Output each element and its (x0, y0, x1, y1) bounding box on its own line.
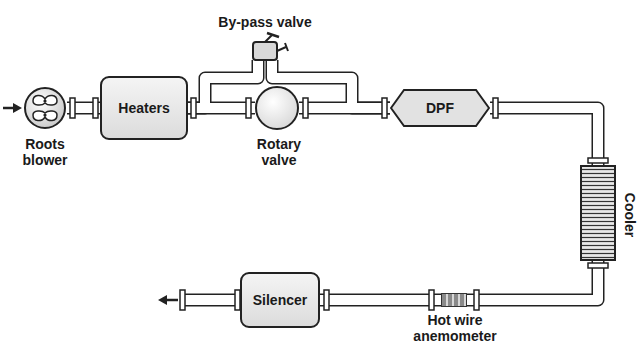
bypass-valve-symbol (253, 33, 288, 60)
component-label: Heaters (118, 100, 169, 116)
roots-blower-symbol (25, 88, 65, 128)
pipe (490, 108, 598, 165)
outlet-pipe (158, 290, 240, 310)
component-label: Roots blower (14, 136, 76, 168)
component-label: Cooler (622, 193, 638, 237)
roots-blower: Roots blower (23, 88, 67, 132)
component-label: DPF (426, 100, 454, 116)
silencer-box: Silencer (240, 272, 320, 328)
bypass-valve: By-pass valve (250, 34, 280, 60)
cooler: Cooler (580, 165, 616, 261)
component-label: By-pass valve (218, 14, 311, 30)
heater-box: Heaters (100, 76, 188, 140)
pipe (467, 261, 598, 300)
hot-wire-anemometer: Hot wire anemometer (441, 293, 467, 307)
dpf-filter: DPF (390, 89, 490, 127)
pipe-bore (320, 295, 441, 305)
rotary-valve: Rotary valve (255, 86, 299, 130)
pipe-bore (467, 261, 598, 300)
inlet-arrow (3, 103, 22, 113)
component-label: Silencer (253, 292, 307, 308)
cooler-fins (582, 167, 614, 259)
component-label: Hot wire anemometer (405, 312, 505, 344)
pipe-bore (490, 108, 598, 165)
pipe (320, 294, 441, 307)
component-label: Rotary valve (248, 136, 310, 168)
